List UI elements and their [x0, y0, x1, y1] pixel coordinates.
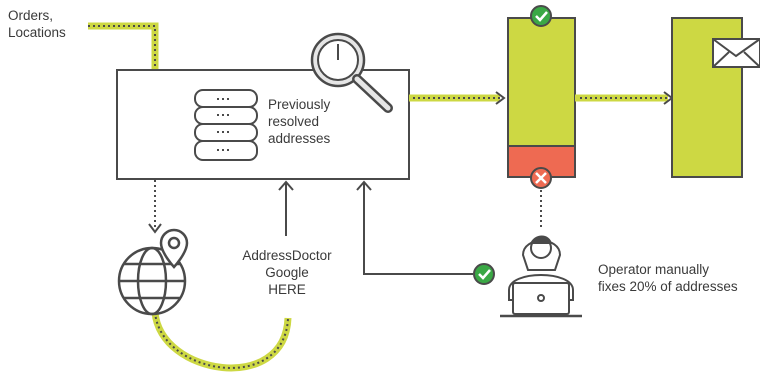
providers-label: AddressDoctor Google HERE: [224, 247, 350, 298]
providers-arrow: [278, 180, 294, 236]
operator-label-line-2: fixes 20% of addresses: [598, 279, 738, 294]
previously-label-line-2: resolved: [268, 114, 320, 129]
operator-label: Operator manually fixes 20% of addresses: [598, 261, 738, 295]
orders-label-line-2: Locations: [8, 25, 66, 40]
previously-label-line-3: addresses: [268, 131, 331, 146]
operator-feedback-arrow: [356, 180, 473, 275]
resolver-to-process-line: [409, 91, 506, 105]
orders-input-line: [88, 22, 159, 70]
feedback-check-icon: [473, 263, 495, 285]
provider-here: HERE: [268, 282, 306, 297]
cross-icon: [530, 167, 552, 189]
globe-pin-icon: [117, 228, 189, 316]
provider-google: Google: [265, 265, 309, 280]
process-to-delivery-line: [575, 91, 674, 105]
geocode-arc: [151, 311, 292, 372]
provider-addressdoctor: AddressDoctor: [242, 248, 332, 263]
operator-label-line-1: Operator manually: [598, 262, 710, 277]
check-icon: [530, 5, 552, 27]
magnifier-icon: [310, 32, 393, 113]
operator-laptop-icon: [500, 235, 582, 318]
orders-label-line-1: Orders,: [8, 8, 54, 23]
database-icon: [194, 89, 258, 161]
envelope-icon: [712, 38, 760, 68]
orders-locations-label: Orders, Locations: [8, 7, 66, 41]
process-bar: [507, 17, 576, 178]
previously-label-line-1: Previously: [268, 97, 331, 112]
previously-resolved-label: Previously resolved addresses: [268, 96, 330, 147]
resolver-to-globe-arrow: [148, 180, 162, 234]
